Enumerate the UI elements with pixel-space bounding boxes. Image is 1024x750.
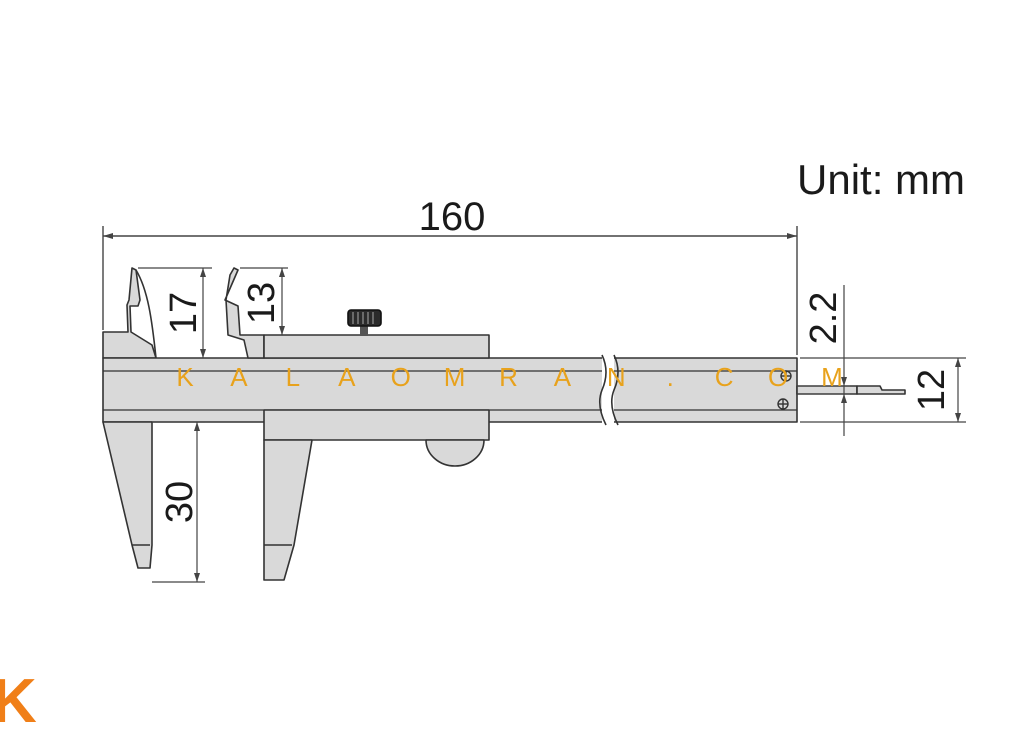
step-height-dimension: 13 [240,267,288,335]
step-height-value: 13 [241,282,283,324]
inside-jaw-height-value: 17 [163,292,205,334]
beam-width-value: 12 [911,369,953,411]
fixed-lower-jaw [102,421,153,569]
beam-screws [777,370,792,410]
sliding-lower-jaw [263,439,313,581]
depth-rod-width-dimension: 2.2 [797,285,850,436]
outside-jaw-depth-value: 30 [159,481,201,523]
overall-length-dimension: 160 [102,195,798,355]
watermark-letter: L [286,362,300,392]
watermark-letter: M [821,362,843,392]
break-mark [598,354,619,426]
watermark-letter: A [554,362,572,392]
watermark-letter: A [338,362,356,392]
clamp-screw [347,309,382,336]
depth-rod-width-value: 2.2 [803,292,845,345]
beam-width-dimension: 12 [800,357,966,423]
outside-jaw-depth-dimension: 30 [152,421,205,583]
logo-letter: K [0,667,37,736]
watermark: K A L A O M R A N. C O M [176,362,843,392]
caliper-body [102,267,906,581]
inside-jaw-height-dimension: 17 [138,267,212,358]
thumb-wheel [425,439,485,467]
logo: K [0,667,37,736]
slider [263,334,490,359]
watermark-letter: O [768,362,788,392]
watermark-letter: K [176,362,194,392]
overall-length-value: 160 [419,195,486,239]
watermark-letter: R [499,362,518,392]
watermark-letter: M [444,362,466,392]
unit-label: Unit: mm [797,156,965,203]
watermark-letter: C [715,362,734,392]
watermark-letter: N [607,362,626,392]
watermark-letter: O [391,362,411,392]
fixed-upper-jaw [102,267,157,359]
watermark-letter: . [667,362,674,392]
watermark-letter: A [230,362,248,392]
